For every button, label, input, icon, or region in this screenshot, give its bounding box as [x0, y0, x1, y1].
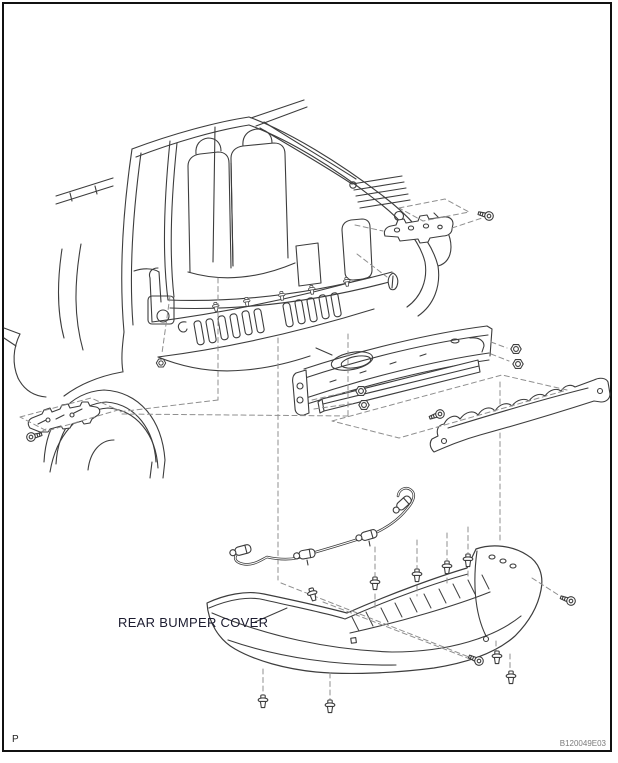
bumper-mounting-slots: [193, 292, 342, 346]
mounting-nut: [512, 359, 524, 369]
mounting-nut: [355, 386, 367, 396]
harness-connector: [354, 528, 379, 544]
push-clip: [257, 694, 269, 709]
figure-border: [2, 2, 612, 752]
fasteners: [25, 208, 578, 714]
push-clip: [324, 699, 336, 714]
bracket-screw-right: [476, 208, 495, 222]
reinforcement-bolt: [427, 407, 447, 423]
sensor-wire-harness: [228, 486, 416, 566]
exhaust-tip: [315, 347, 374, 371]
mounting-nut: [510, 344, 522, 354]
push-clip: [505, 670, 517, 685]
vehicle-rear-view: [3, 99, 452, 479]
bumper-side-bracket-left: [27, 401, 101, 433]
page-marker: P: [12, 734, 19, 745]
push-clip: [491, 650, 503, 665]
callout-rear-bumper-cover: REAR BUMPER COVER: [118, 615, 269, 630]
rear-bumper-cover: [206, 545, 543, 674]
drawing-code: B120049E03: [559, 739, 606, 748]
push-clip: [369, 576, 381, 591]
seatback-right: [230, 142, 289, 267]
harness-connector: [228, 543, 253, 559]
energy-absorber: [429, 377, 611, 453]
liftgate-edge-line: [250, 99, 305, 119]
rear-wheel: [43, 389, 166, 479]
push-clip: [441, 560, 453, 575]
harness-connector: [292, 547, 317, 562]
bumper-side-screw: [558, 592, 578, 608]
mounting-nut: [358, 400, 370, 410]
push-clip: [411, 568, 423, 583]
bumper-side-bracket-right: [383, 214, 454, 244]
bumper-step-ribs: [351, 574, 490, 632]
reinforcement-lower-rail: [317, 359, 481, 414]
push-clip: [305, 586, 320, 603]
callout-leader-line: [254, 607, 288, 623]
body-panel-top-edge: [151, 276, 371, 323]
seatback-left: [187, 151, 232, 273]
mounting-nut: [155, 358, 167, 368]
